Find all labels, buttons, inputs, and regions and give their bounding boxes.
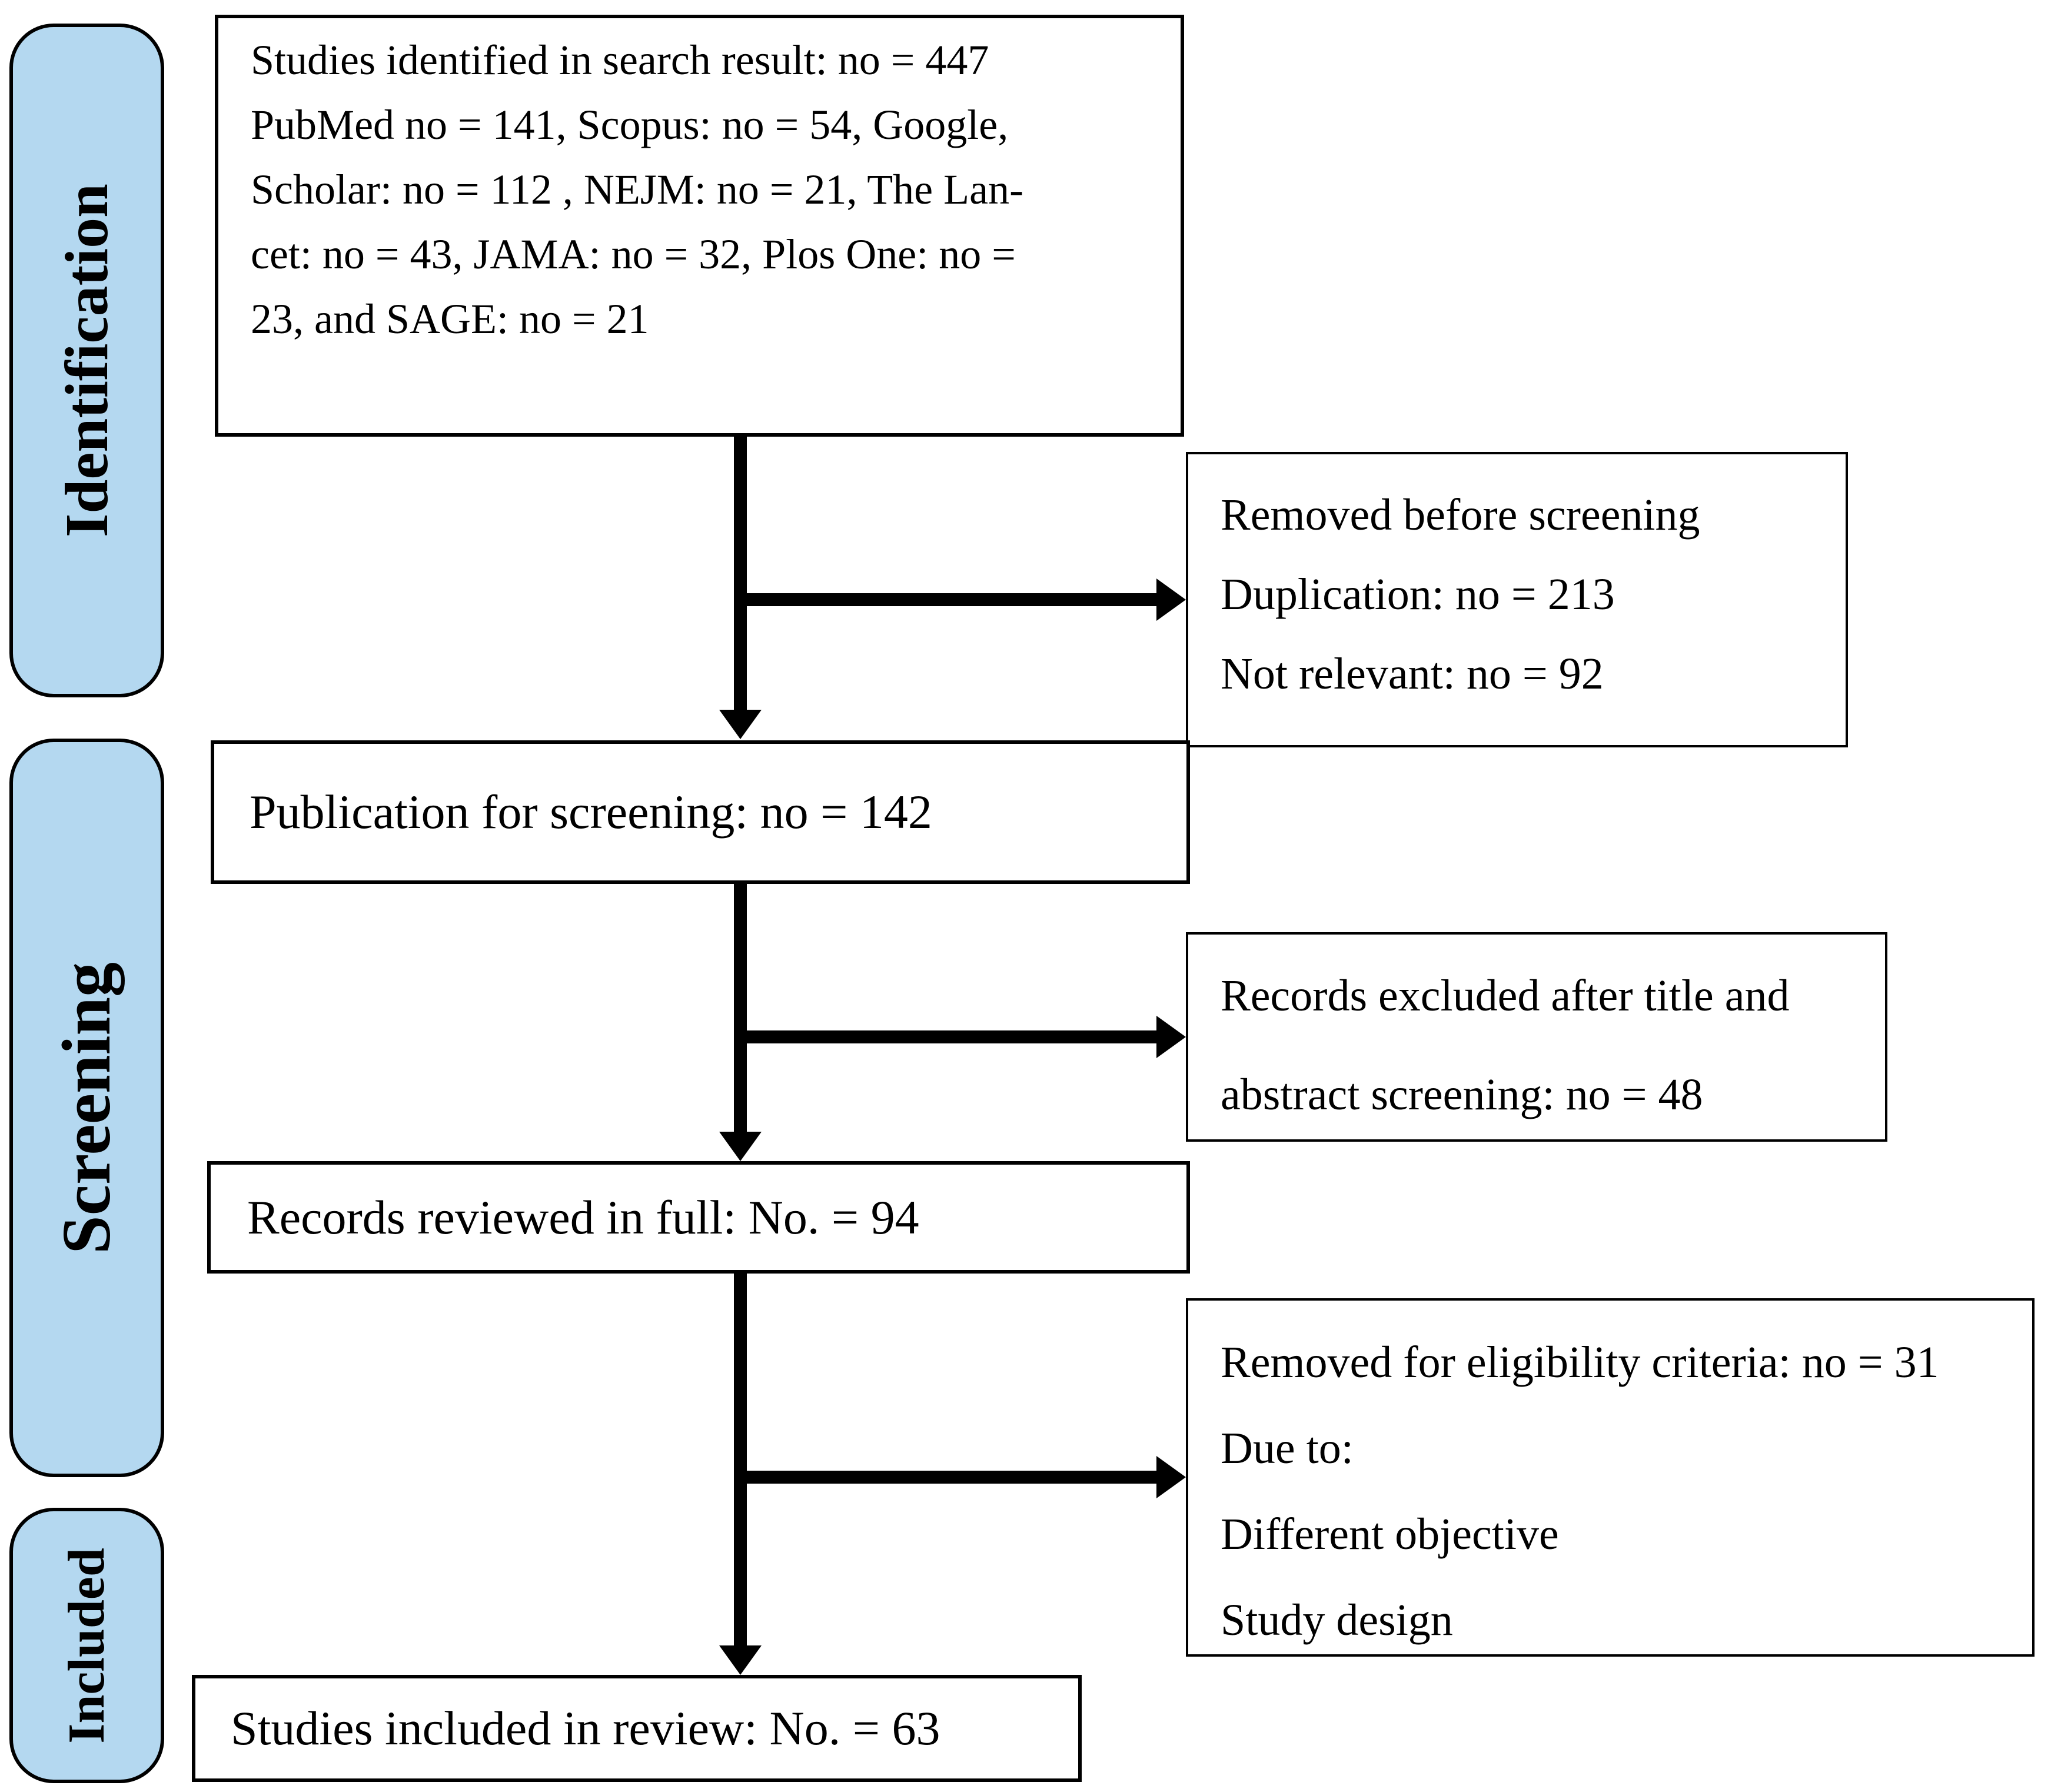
text-line: Records excluded after title and [1221,971,1790,1020]
text-line: Different objective [1221,1510,1559,1559]
stage-screening-label: Screening [48,962,125,1254]
text-line: cet: no = 43, JAMA: no = 32, Plos One: n… [251,231,1016,278]
arrow-branch-removed-eligibility-shaft [740,1471,1156,1484]
stage-identification: Identification [9,24,164,697]
text-line: Removed for eligibility criteria: no = 3… [1221,1338,1939,1387]
box-records-excluded: Records excluded after title and abstrac… [1186,932,1887,1142]
box-publication-for-screening: Publication for screening: no = 142 [211,740,1190,884]
box-studies-identified: Studies identified in search result: no … [215,15,1184,437]
arrow-branch-removed-before-shaft [740,593,1156,606]
arrow-branch-records-excluded-shaft [740,1030,1156,1043]
text-line: Studies included in review: No. = 63 [231,1701,940,1755]
stage-identification-label: Identification [53,184,121,537]
text-line: Not relevant: no = 92 [1221,649,1604,699]
text-line: Records reviewed in full: No. = 94 [247,1190,919,1244]
text-line: Studies identified in search result: no … [251,36,989,84]
arrow-down-icon [719,1132,762,1161]
arrow-publication-to-reviewed-shaft [734,884,747,1132]
text-line: Duplication: no = 213 [1221,570,1615,619]
text-line: Removed before screening [1221,490,1700,540]
text-line: 23, and SAGE: no = 21 [251,295,649,343]
arrow-down-icon [719,1645,762,1675]
arrow-identified-to-publication-shaft [734,437,747,711]
arrow-reviewed-to-included-shaft [734,1274,747,1645]
text-line: abstract screening: no = 48 [1221,1070,1703,1119]
text-line: Publication for screening: no = 142 [250,785,932,839]
stage-included-label: Included [58,1547,116,1744]
arrow-right-icon [1156,1016,1186,1058]
box-removed-before-screening: Removed before screening Duplication: no… [1186,452,1848,747]
arrow-right-icon [1156,579,1186,621]
box-studies-included: Studies included in review: No. = 63 [192,1675,1082,1782]
arrow-down-icon [719,710,762,739]
text-line: Scholar: no = 112 , NEJM: no = 21, The L… [251,166,1024,213]
box-records-reviewed-full: Records reviewed in full: No. = 94 [207,1161,1190,1274]
box-removed-eligibility: Removed for eligibility criteria: no = 3… [1186,1298,2035,1657]
stage-included: Included [9,1508,164,1783]
text-line: PubMed no = 141, Scopus: no = 54, Google… [251,101,1009,148]
stage-screening: Screening [9,739,164,1477]
text-line: Study design [1221,1595,1453,1645]
text-line: Due to: [1221,1424,1354,1473]
arrow-right-icon [1156,1456,1186,1498]
